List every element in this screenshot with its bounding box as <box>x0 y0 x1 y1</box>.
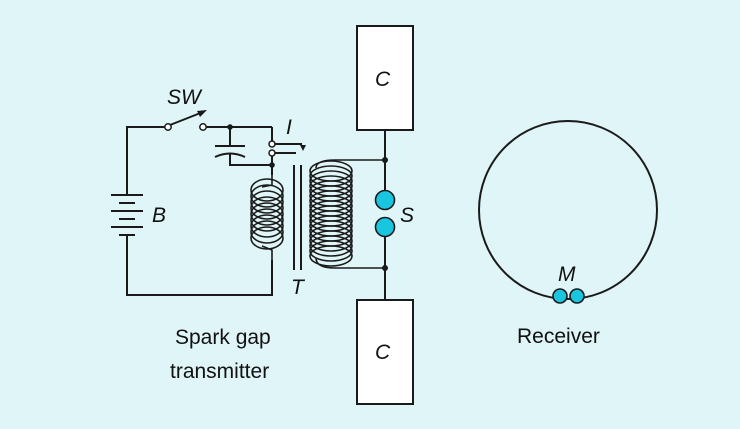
spark-gap-label: S <box>400 204 414 227</box>
switch-label: SW <box>167 86 203 109</box>
transmitter-caption-line2: transmitter <box>170 360 269 383</box>
spark-gap-ball-upper <box>374 189 396 211</box>
capacitor-top-label: C <box>375 68 391 91</box>
receiver-caption: Receiver <box>517 325 600 348</box>
spark-gap-wires <box>382 130 388 300</box>
receiver-gap-ball-right <box>569 288 585 304</box>
battery-circuit-wires <box>126 126 273 296</box>
primary-coil <box>250 175 284 260</box>
receiver-gap-ball-left <box>552 288 568 304</box>
transformer-core <box>293 165 302 270</box>
receiver-loop <box>478 120 658 300</box>
receiver-gap-label: M <box>558 263 576 286</box>
capacitor-plate-bottom <box>356 299 414 405</box>
capacitor-plate-top <box>356 25 414 131</box>
battery-symbol <box>111 194 143 240</box>
interrupter-symbol <box>268 140 306 175</box>
secondary-coil <box>309 159 385 269</box>
spark-gap-ball-lower <box>374 216 396 238</box>
battery-label: B <box>152 204 166 227</box>
interrupter-label: I <box>286 116 292 139</box>
switch-symbol <box>164 110 207 131</box>
interrupter-capacitor <box>214 124 275 168</box>
transmitter-caption-line1: Spark gap <box>175 326 271 349</box>
capacitor-bottom-label: C <box>375 341 391 364</box>
transformer-label: T <box>291 276 306 299</box>
